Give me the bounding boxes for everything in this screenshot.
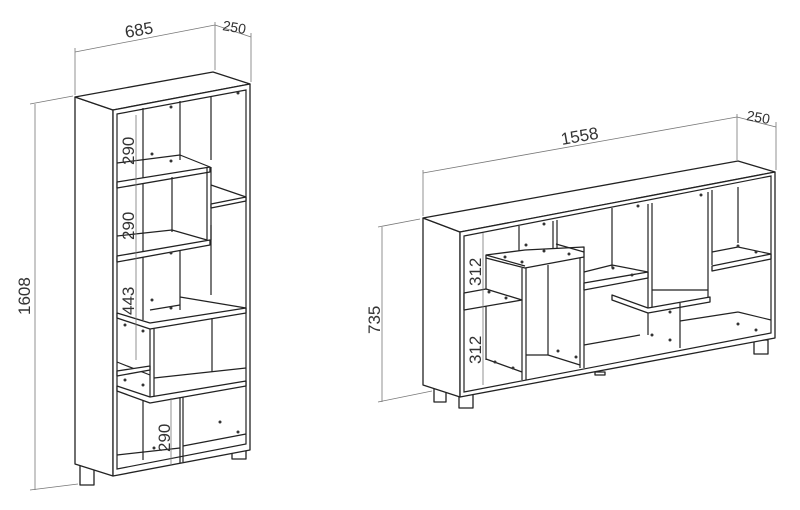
inner-dim-label: 312 [466,258,485,286]
box-bottom [611,294,711,314]
inner-frame [116,89,247,470]
inner-dim-label: 290 [155,424,174,452]
shelf-edge [210,184,247,198]
right-box-lines [647,289,708,348]
shelf-edges [116,229,208,241]
center-support [594,371,606,376]
shelf [116,380,247,404]
inner-dim-label: 443 [119,287,138,315]
dowel-holes [123,91,240,450]
low-width-label: 1558 [559,124,600,149]
tall-bookcase: 685 250 1608 290 290 443 290 [15,17,252,491]
shelf [463,288,523,311]
low-bookcase: 1558 250 735 312 312 [365,107,777,409]
middle-box-lines [116,296,247,402]
inner-frame [463,175,772,393]
shelf [116,365,151,377]
tall-height-label: 1608 [15,277,34,315]
back-dividers [142,96,212,463]
low-depth-label: 250 [745,107,771,127]
dimension-lines [377,114,777,403]
side-panel [422,217,461,398]
low-height-label: 735 [365,306,384,334]
shelf [711,253,772,272]
shelf [116,166,211,189]
shelf [116,239,211,263]
back-dividers [518,187,739,312]
shelf [116,307,247,330]
left-box-lines [485,243,585,380]
right-shelf-lines [679,246,772,322]
middle-shelf-lines [583,264,649,346]
inner-dim-label: 290 [119,212,138,240]
dowel-holes [487,193,758,370]
dimension-lines [29,22,252,491]
shelf [210,196,247,209]
front-frame [459,171,776,398]
tall-width-label: 685 [123,18,154,42]
tall-depth-label: 250 [221,17,247,37]
inner-dim-label: 312 [466,336,485,364]
side-panel [74,96,114,477]
bottom-shelf-lines [116,433,247,456]
inner-dim-label: 290 [119,137,138,165]
